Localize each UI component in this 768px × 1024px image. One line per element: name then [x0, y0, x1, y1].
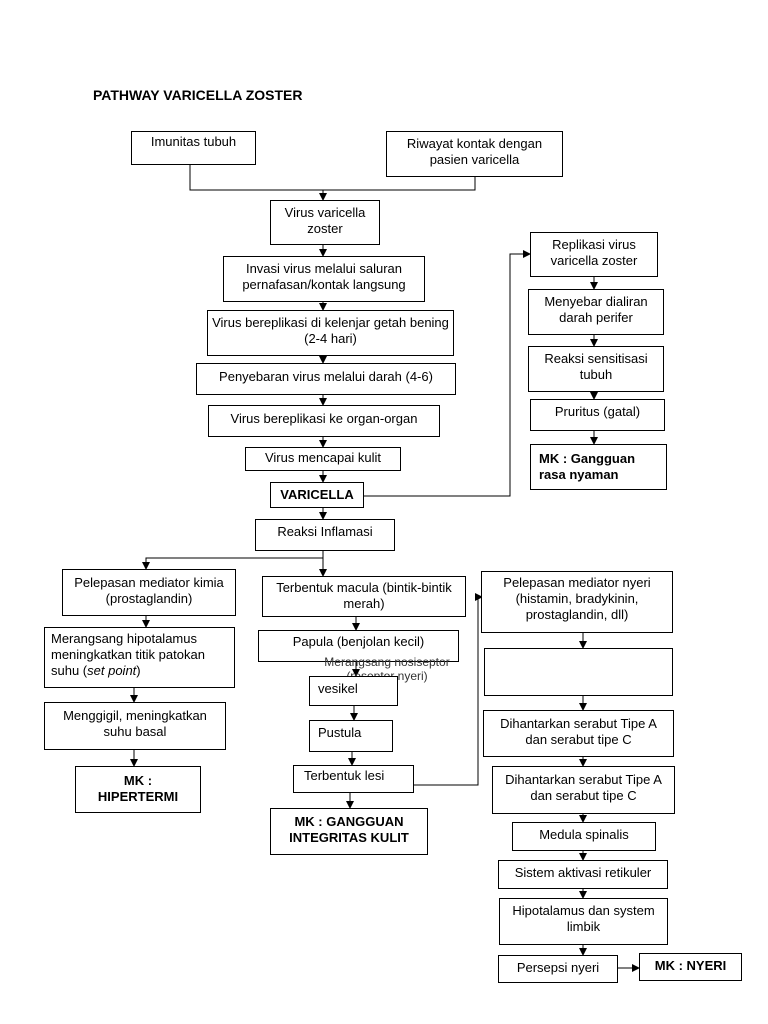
- node-invasi: Invasi virus melalui saluran pernafasan/…: [223, 256, 425, 302]
- node-pustula: Pustula: [309, 720, 393, 752]
- node-reaksi-inflamasi: Reaksi Inflamasi: [255, 519, 395, 551]
- node-menggigil: Menggigil, meningkatkan suhu basal: [44, 702, 226, 750]
- node-mk-hipertermi: MK : HIPERTERMI: [75, 766, 201, 813]
- diagram-title: PATHWAY VARICELLA ZOSTER: [93, 87, 303, 103]
- node-bereplikasi-organ: Virus bereplikasi ke organ-organ: [208, 405, 440, 437]
- hipotalamus-text: Merangsang hipotalamus meningkatkan titi…: [51, 631, 205, 678]
- node-replikasi: Replikasi virus varicella zoster: [530, 232, 658, 277]
- node-virus: Virus varicella zoster: [270, 200, 380, 245]
- node-pelepasan-nyeri: Pelepasan mediator nyeri (histamin, brad…: [481, 571, 673, 633]
- node-hipotalamus: Merangsang hipotalamus meningkatkan titi…: [44, 627, 235, 688]
- node-persepsi: Persepsi nyeri: [498, 955, 618, 983]
- hipotalamus-close: ): [136, 663, 141, 678]
- node-varicella: VARICELLA: [270, 482, 364, 508]
- hipotalamus-set-point: set point: [87, 663, 137, 678]
- node-medula: Medula spinalis: [512, 822, 656, 851]
- node-pruritus: Pruritus (gatal): [530, 399, 665, 431]
- node-mencapai-kulit: Virus mencapai kulit: [245, 447, 401, 471]
- node-limbik: Hipotalamus dan system limbik: [499, 898, 668, 945]
- node-lesi: Terbentuk lesi: [293, 765, 414, 793]
- node-mk-nyeri: MK : NYERI: [639, 953, 742, 981]
- node-mk-nyaman: MK : Gangguan rasa nyaman: [530, 444, 667, 490]
- node-menyebar: Menyebar dialiran darah perifer: [528, 289, 664, 335]
- node-retikuler: Sistem aktivasi retikuler: [498, 860, 668, 889]
- node-empty: [484, 648, 673, 696]
- node-mk-integritas: MK : GANGGUAN INTEGRITAS KULIT: [270, 808, 428, 855]
- node-penyebaran: Penyebaran virus melalui darah (4-6): [196, 363, 456, 395]
- node-riwayat: Riwayat kontak dengan pasien varicella: [386, 131, 563, 177]
- node-sensitisasi: Reaksi sensitisasi tubuh: [528, 346, 664, 392]
- node-bereplikasi-kelenjar: Virus bereplikasi di kelenjar getah beni…: [207, 310, 454, 356]
- node-serabut-1: Dihantarkan serabut Tipe A dan serabut t…: [483, 710, 674, 757]
- node-serabut-2: Dihantarkan serabut Tipe A dan serabut t…: [492, 766, 675, 814]
- node-papula: Papula (benjolan kecil): [258, 630, 459, 662]
- node-imunitas: Imunitas tubuh: [131, 131, 256, 165]
- node-pelepasan-kimia: Pelepasan mediator kimia (prostaglandin): [62, 569, 236, 616]
- node-vesikel: vesikel: [309, 676, 398, 706]
- node-macula: Terbentuk macula (bintik-bintik merah): [262, 576, 466, 617]
